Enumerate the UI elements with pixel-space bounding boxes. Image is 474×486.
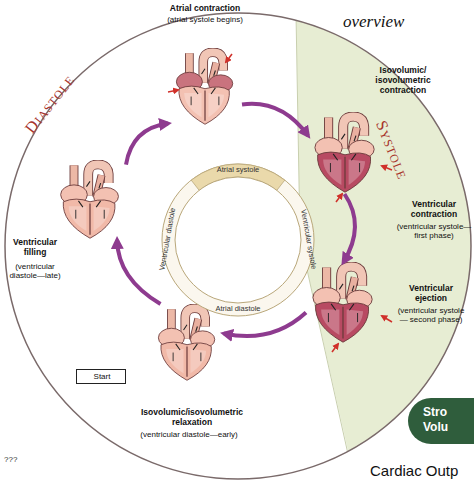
region-label: DIASTOLE [9,55,91,153]
cut-text: Cardiac Outp [370,462,474,479]
start-text: Start [77,372,127,381]
stage-title: Isovolumic/ isovolumetric contraction [368,66,438,95]
stage-node: Atrial contraction(atrial systole begins… [168,48,242,126]
cycle-arrow [126,123,168,164]
start-box: Start [76,369,126,384]
stage-note: (ventricular systole— first phase) [396,222,472,240]
stage-node: Isovolumic/ isovolumetric contractionVen… [308,112,382,194]
stage-title: Ventricular contraction [396,200,472,220]
stage-note: (ventricular systole— second phase) [394,306,468,324]
stage-note: (atrial systole begins) [138,15,272,24]
phase-text: Atrial diastole [188,305,288,314]
ring-outline [161,163,315,317]
cycle-arrow [117,240,160,304]
stage-note: (ventricular diastole—late) [2,262,68,280]
pill-text: Stro Volu [423,405,463,435]
stage-note: (ventricular diastole—early) [114,430,264,439]
cycle-arrow [224,313,306,337]
stage-node: Ventricular filling(ventricular diastole… [54,160,126,240]
stage-node: Isovolumic/isovolumetric relaxation(vent… [150,304,224,382]
subtitle: overview [343,12,443,32]
phase-text: Atrial systole [188,166,288,175]
phase-ring: Atrial systoleVentricular systoleAtrial … [161,163,315,317]
stage-title: Ventricular ejection [394,284,468,304]
cycle-arrow [344,194,355,262]
note-text: ??? [4,455,44,464]
stage-title: Isovolumic/isovolumetric relaxation [128,408,256,428]
stage-node: Ventricular ejection(ventricular systole… [306,262,380,344]
cycle-arrow [242,104,308,136]
stage-title: Ventricular filling [2,238,68,258]
stage-title: Atrial contraction [138,4,272,14]
pill-badge: Stro Volu [408,398,474,444]
